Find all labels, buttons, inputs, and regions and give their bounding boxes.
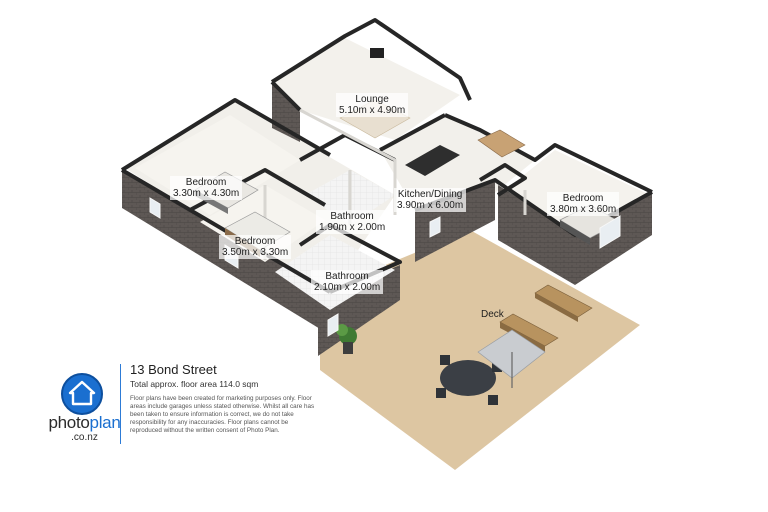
room-label-bathroom-2: Bathroom 2.10m x 2.00m — [311, 270, 384, 294]
divider — [120, 364, 121, 444]
house-globe-icon — [61, 373, 103, 415]
room-name: Lounge — [355, 94, 389, 105]
brand-name-plan: plan — [89, 413, 121, 432]
room-label-bathroom-1: Bathroom 1.90m x 2.00m — [316, 210, 389, 234]
right-brick-wall — [498, 185, 575, 285]
lounge-floor — [272, 38, 460, 140]
property-address: 13 Bond Street — [130, 362, 217, 377]
potted-plant — [336, 324, 357, 354]
deck-dining-set — [436, 355, 502, 405]
kitchen-brick-wall — [415, 180, 495, 262]
photoplan-logo: photoplan .co.nz — [42, 368, 122, 448]
room-label-bedroom-2: Bedroom 3.80m x 3.60m — [547, 192, 620, 216]
dining-table — [477, 129, 526, 158]
tv — [370, 48, 384, 58]
room-dims: 3.50m x 3.30m — [222, 247, 289, 258]
room-dims: 3.80m x 3.60m — [550, 204, 617, 215]
room-name: Bathroom — [330, 211, 374, 222]
brand-name: photoplan — [42, 413, 127, 433]
room-name: Bedroom — [234, 236, 276, 247]
room-label-lounge: Lounge 5.10m x 4.90m — [336, 93, 409, 117]
property-info: 13 Bond Street Total approx. floor area … — [130, 362, 320, 435]
room-label-kitchen-dining: Kitchen/Dining 3.90m x 6.00m — [394, 188, 467, 212]
floor-area: Total approx. floor area 114.0 sqm — [130, 379, 259, 389]
deck-umbrella — [477, 329, 546, 388]
brand-name-photo: photo — [48, 413, 90, 432]
room-label-bedroom-1: Bedroom 3.30m x 4.30m — [170, 176, 243, 200]
room-name: Deck — [481, 309, 504, 320]
room-dims: 3.30m x 4.30m — [173, 188, 240, 199]
room-name: Bedroom — [185, 177, 227, 188]
deck-bench-1 — [534, 284, 593, 322]
room-dims: 2.10m x 2.00m — [314, 282, 381, 293]
room-label-bedroom-3: Bedroom 3.50m x 3.30m — [219, 235, 292, 259]
room-label-deck: Deck — [478, 308, 507, 321]
room-name: Bedroom — [562, 193, 604, 204]
room-dims: 3.90m x 6.00m — [397, 200, 464, 211]
room-dims: 5.10m x 4.90m — [339, 105, 406, 116]
kitchen-counter — [405, 145, 460, 176]
room-dims: 1.90m x 2.00m — [319, 222, 386, 233]
disclaimer-text: Floor plans have been created for market… — [130, 395, 315, 434]
room-name: Bathroom — [325, 271, 369, 282]
room-name: Kitchen/Dining — [397, 189, 463, 200]
brand-domain: .co.nz — [71, 432, 98, 443]
